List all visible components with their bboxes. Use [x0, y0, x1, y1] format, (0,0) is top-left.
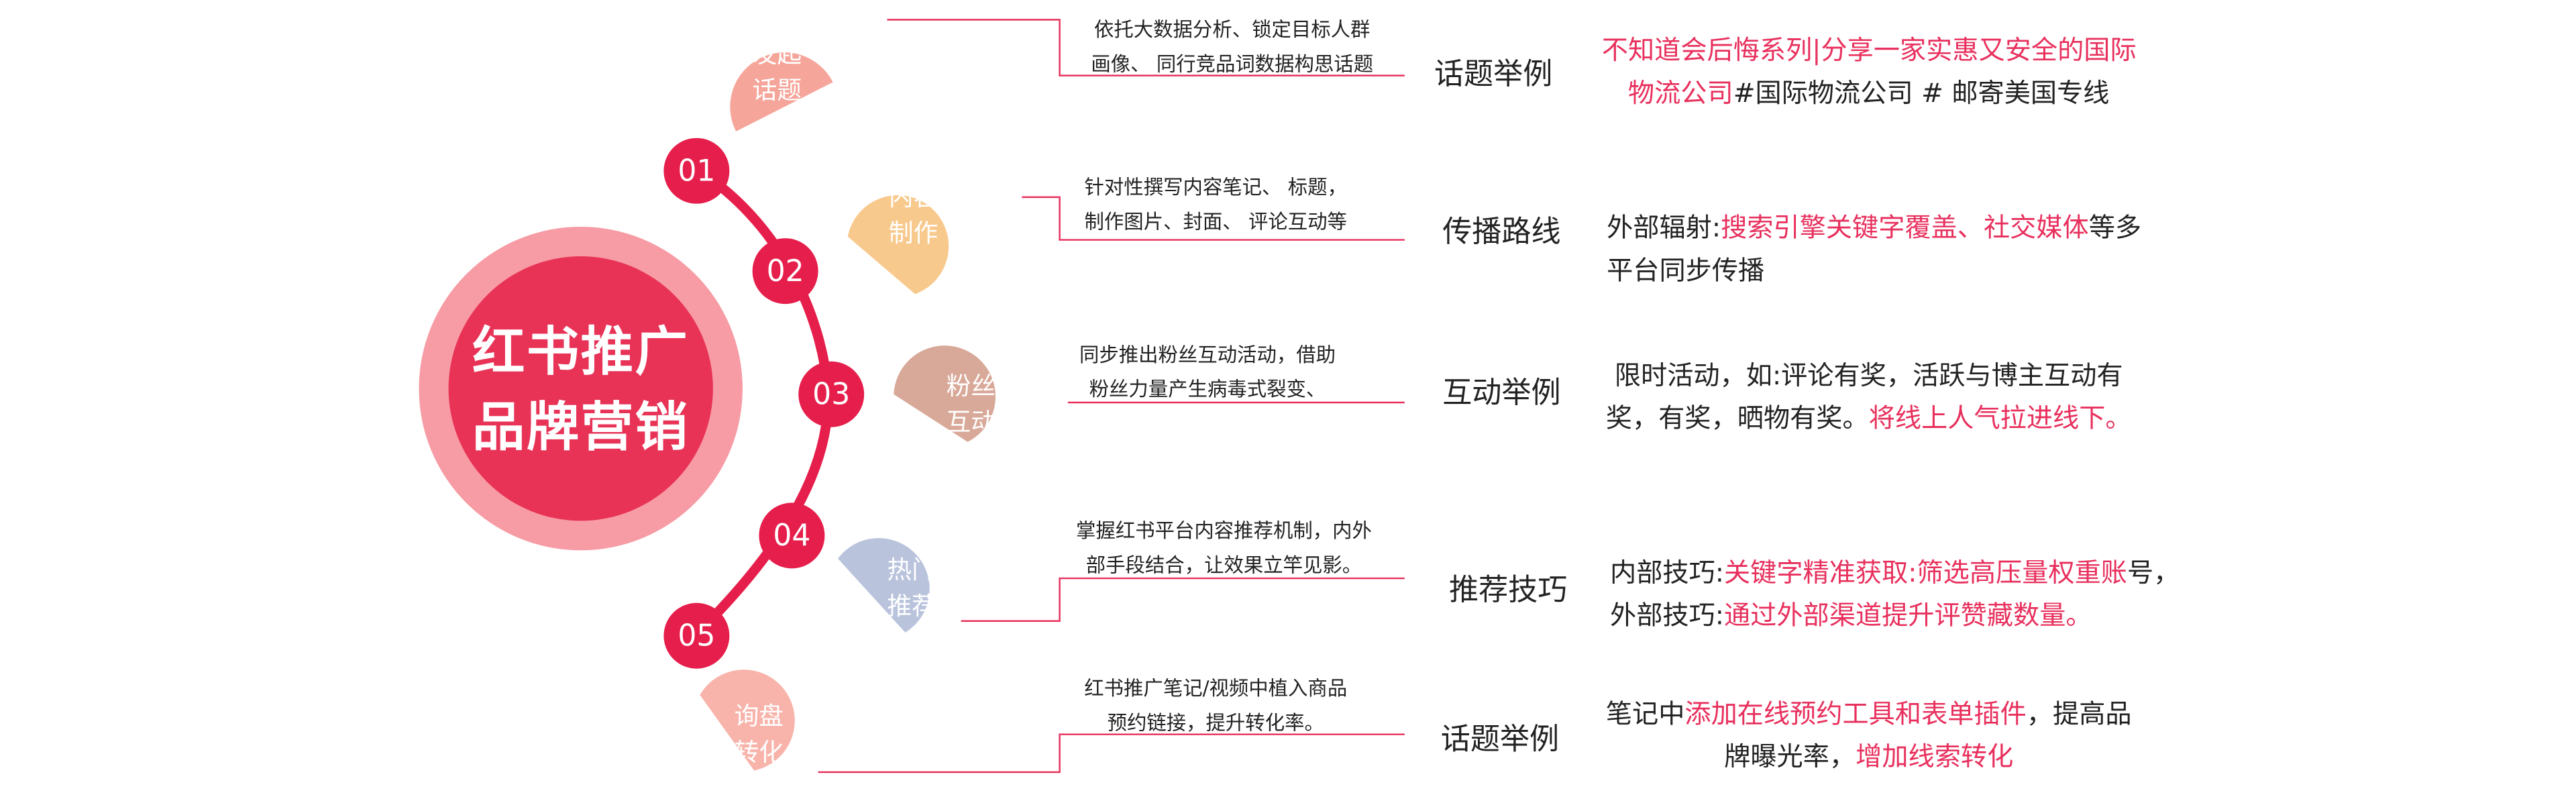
drop-2-line2: 制作 [888, 218, 938, 248]
drop-shape-3 [894, 345, 996, 442]
detail-5-suffix: ，提高品 [2026, 698, 2132, 730]
detail-4-highlight-2: 通过外部渠道提升评赞藏数量。 [1723, 599, 2092, 631]
drop-shape-5 [700, 669, 795, 771]
description-5: 红书推广笔记/视频中植入商品 预约链接，提升转化率。 [1043, 672, 1388, 741]
bracket-line-5 [818, 733, 1405, 773]
description-5-line2: 预约链接，提升转化率。 [1107, 711, 1324, 735]
detail-row-4: 内部技巧:关键字精准获取:筛选高压量权重账号， 外部技巧:通过外部渠道提升评赞藏… [1610, 552, 2180, 637]
drop-3-line2: 互动 [946, 407, 996, 437]
detail-4-highlight-1: 关键字精准获取:筛选高压量权重账 [1723, 557, 2127, 588]
drop-label-2: 内容 制作 [863, 164, 965, 266]
center-circle: 红书推广 品牌营销 [448, 256, 713, 521]
bracket-line-2 [1022, 196, 1405, 241]
detail-5-line2-text: 牌曝光率， [1724, 741, 1856, 773]
drop-label-1: 发起 话题 [726, 21, 828, 123]
detail-3-line1: 限时活动，如:评论有奖，活跃与博主互动有 [1614, 360, 2123, 391]
drop-label-3: 粉丝 互动 [920, 354, 1022, 455]
step-number-2: 02 [752, 238, 818, 305]
drop-1-line2: 话题 [752, 75, 802, 105]
detail-row-3: 限时活动，如:评论有奖，活跃与博主互动有 奖，有奖，晒物有奖。将线上人气拉进线下… [1602, 355, 2136, 440]
drop-5-line1: 询盘 [734, 701, 784, 731]
detail-1-line1: 不知道会后悔系列|分享一家实惠又安全的国际 [1601, 34, 2137, 66]
detail-2-suffix: 等多 [2088, 211, 2142, 244]
category-label-1: 话题举例 [1434, 57, 1553, 93]
description-4-line2: 部手段结合，让效果立竿见影。 [1085, 553, 1362, 577]
description-1: 依托大数据分析、锁定目标人群 画像、 同行竞品词数据构思话题 [1060, 13, 1405, 83]
category-label-2: 传播路线 [1442, 215, 1561, 250]
description-4: 掌握红书平台内容推荐机制，内外 部手段结合，让效果立竿见影。 [1051, 515, 1396, 584]
drop-shape-4 [837, 538, 930, 633]
description-5-line1: 红书推广笔记/视频中植入商品 [1084, 676, 1348, 700]
description-2-line2: 制作图片、封面、 评论互动等 [1084, 210, 1347, 233]
detail-2-prefix: 外部辐射: [1607, 211, 1721, 244]
drop-label-5: 询盘 转化 [708, 684, 810, 786]
description-2-line1: 针对性撰写内容笔记、 标题， [1084, 176, 1347, 199]
center-title-line1: 红书推广 [472, 319, 690, 382]
description-4-line1: 掌握红书平台内容推荐机制，内外 [1076, 519, 1372, 543]
detail-1-line2-text: #国际物流公司 # 邮寄美国专线 [1733, 77, 2110, 109]
step-number-1: 01 [663, 138, 730, 204]
detail-row-1: 不知道会后悔系列|分享一家实惠又安全的国际 物流公司#国际物流公司 # 邮寄美国… [1601, 30, 2137, 115]
drop-4-line2: 推荐 [887, 591, 936, 621]
drop-label-4: 热门 推荐 [861, 537, 963, 639]
detail-2-highlight: 搜索引擎关键字覆盖、社交媒体 [1721, 211, 2089, 244]
category-label-3: 互动举例 [1442, 376, 1561, 411]
step-number-3: 03 [798, 361, 865, 427]
step-number-4: 04 [759, 502, 825, 569]
description-2: 针对性撰写内容笔记、 标题， 制作图片、封面、 评论互动等 [1043, 171, 1388, 240]
detail-1-line2-highlight: 物流公司 [1627, 77, 1733, 109]
detail-row-5: 笔记中添加在线预约工具和表单插件，提高品 牌曝光率，增加线索转化 [1602, 693, 2136, 778]
detail-4-prefix-2: 外部技巧: [1610, 599, 1724, 631]
description-1-line2: 画像、 同行竞品词数据构思话题 [1091, 52, 1374, 76]
category-label-4: 推荐技巧 [1449, 573, 1568, 608]
drop-5-line2: 转化 [734, 737, 784, 767]
description-3-line1: 同步推出粉丝互动活动，借助 [1079, 343, 1336, 367]
detail-5-highlight-2: 增加线索转化 [1856, 741, 2014, 773]
detail-4-suffix-1: 号， [2127, 557, 2180, 588]
detail-row-2: 外部辐射:搜索引擎关键字覆盖、社交媒体等多 平台同步传播 [1607, 207, 2141, 292]
detail-4-prefix-1: 内部技巧: [1610, 557, 1724, 588]
description-3-line2: 粉丝力量产生病毒式裂变、 [1089, 378, 1326, 401]
bracket-line-1 [887, 19, 1405, 76]
detail-5-highlight-1: 添加在线预约工具和表单插件 [1684, 698, 2027, 730]
drop-shape-1 [730, 52, 833, 131]
description-1-line1: 依托大数据分析、锁定目标人群 [1093, 17, 1371, 42]
bracket-line-4 [961, 577, 1405, 622]
detail-3-line2-highlight: 将线上人气拉进线下。 [1868, 402, 2132, 434]
drop-2-line1: 内容 [888, 182, 938, 212]
detail-5-prefix: 笔记中 [1605, 698, 1685, 730]
detail-2-line2: 平台同步传播 [1607, 254, 1765, 286]
drop-3-line1: 粉丝 [946, 371, 996, 401]
center-title-line2: 品牌营销 [472, 394, 690, 458]
description-3: 同步推出粉丝互动活动，借助 粉丝力量产生病毒式裂变、 [1035, 338, 1380, 407]
step-number-5: 05 [663, 602, 730, 669]
drop-1-line1: 发起 [752, 39, 802, 69]
drop-4-line1: 热门 [887, 555, 936, 585]
category-label-5: 话题举例 [1440, 722, 1560, 757]
detail-3-line2-text: 奖，有奖，晒物有奖。 [1605, 402, 1869, 434]
drop-shape-2 [847, 195, 949, 294]
